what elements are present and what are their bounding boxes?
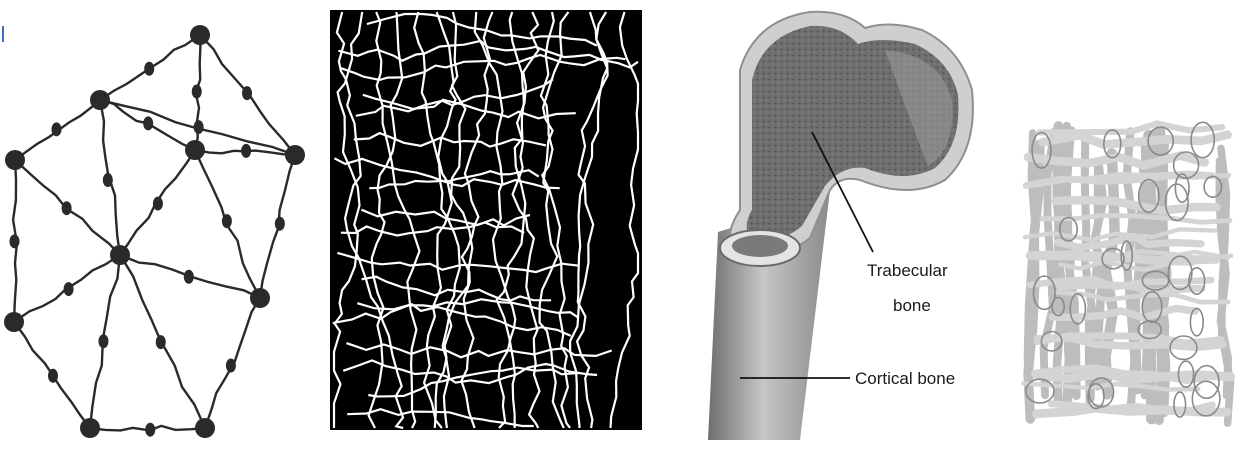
network-bead	[184, 270, 194, 284]
crack-texture-image	[330, 0, 642, 454]
network-bead	[98, 334, 108, 348]
network-bead	[9, 234, 19, 248]
femur-illustration-panel: Trabecular bone Cortical bone	[660, 0, 1005, 454]
network-diagram-panel	[0, 0, 320, 454]
network-diagram	[0, 0, 320, 454]
network-bead	[226, 359, 236, 373]
trabecular-strut	[1056, 292, 1229, 302]
network-node	[185, 140, 205, 160]
femur-illustration: Trabecular bone Cortical bone	[660, 0, 1005, 454]
network-node	[110, 245, 130, 265]
network-bead	[48, 369, 58, 383]
trabecular-label-line2: bone	[893, 296, 931, 315]
trabecular-strut	[1044, 132, 1054, 395]
trabecular-struts	[1023, 122, 1231, 423]
network-bead	[103, 173, 113, 187]
network-bead	[51, 122, 61, 136]
network-bead	[194, 120, 204, 134]
network-bead	[275, 217, 285, 231]
network-bead	[145, 423, 155, 437]
network-node	[250, 288, 270, 308]
network-node	[4, 312, 24, 332]
network-bead	[144, 62, 154, 76]
network-bead	[64, 282, 74, 296]
network-node	[190, 25, 210, 45]
trabecular-label-line1: Trabecular	[867, 261, 948, 280]
network-bead	[241, 144, 251, 158]
network-bead	[153, 197, 163, 211]
network-bead	[222, 214, 232, 228]
network-bead	[192, 85, 202, 99]
trabecular-cube-render	[1010, 0, 1242, 454]
network-node	[195, 418, 215, 438]
network-bead	[143, 116, 153, 130]
network-node	[285, 145, 305, 165]
trabecular-strut	[1056, 200, 1216, 211]
marrow-cavity	[732, 235, 788, 257]
network-node	[5, 150, 25, 170]
crack-texture-panel	[330, 0, 642, 454]
network-bead	[62, 201, 72, 215]
trabecular-cube-panel	[1010, 0, 1242, 454]
cortical-label: Cortical bone	[855, 369, 955, 388]
trabecular-strut	[1106, 153, 1115, 394]
network-bead	[242, 86, 252, 100]
network-bead	[156, 335, 166, 349]
network-edges	[9, 35, 295, 437]
network-node	[90, 90, 110, 110]
network-node	[80, 418, 100, 438]
